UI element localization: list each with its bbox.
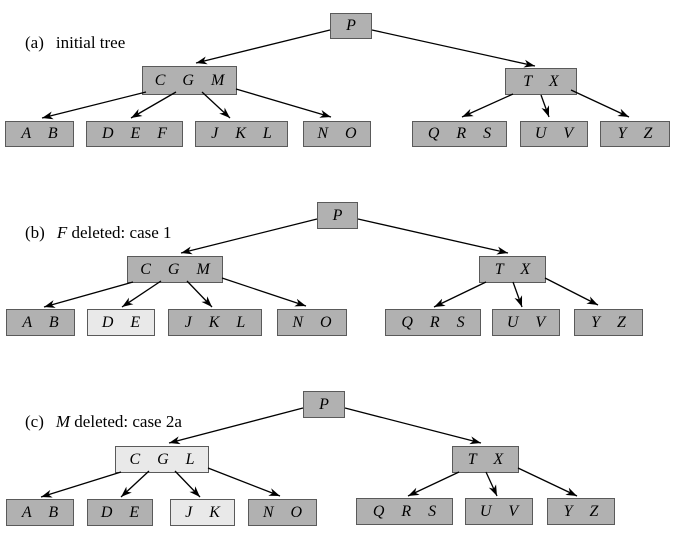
- caption-b-emphasis: F: [56, 223, 68, 242]
- edge-b-p-cgm: [180, 218, 318, 255]
- a-root-node: P: [330, 13, 372, 39]
- edge-b-tx-uv: [512, 281, 523, 308]
- edge-a-p-cgm: [195, 29, 331, 65]
- caption-b: (b) F deleted: case 1: [8, 203, 172, 263]
- edge-b-tx-qrs: [433, 281, 487, 308]
- edge-c-cgl-ab: [40, 471, 122, 498]
- a-internal-node-tx: T X: [505, 68, 577, 95]
- edge-a-tx-uv: [540, 94, 550, 118]
- b-leaf-node-yz: Y Z: [574, 309, 643, 336]
- a-leaf-node-no: N O: [303, 121, 371, 147]
- edge-c-p-cgl: [168, 407, 304, 445]
- edge-c-tx-yz: [517, 467, 578, 497]
- c-leaf-node-no: N O: [248, 499, 317, 526]
- a-leaf-node-yz: Y Z: [600, 121, 670, 147]
- edge-a-cgm-ab: [41, 91, 147, 120]
- edge-a-tx-qrs: [461, 93, 514, 118]
- caption-c: (c) M deleted: case 2a: [8, 392, 182, 452]
- edge-b-cgm-ab: [43, 281, 134, 308]
- a-leaf-node-ab: A B: [5, 121, 74, 147]
- c-leaf-node-de: D E: [87, 499, 153, 526]
- c-leaf-node-qrs: Q R S: [356, 498, 453, 525]
- caption-c-tag: (c): [25, 412, 44, 431]
- c-leaf-node-yz: Y Z: [547, 498, 615, 525]
- b-leaf-node-no: N O: [277, 309, 347, 336]
- edge-a-p-tx: [371, 29, 536, 68]
- edge-b-p-tx: [357, 218, 509, 255]
- c-internal-node-cgl-highlighted: C G L: [115, 446, 209, 473]
- edge-c-p-tx: [344, 407, 482, 445]
- a-leaf-node-def: D E F: [86, 121, 183, 147]
- c-leaf-node-jk-highlighted: J K: [170, 499, 235, 526]
- edge-b-tx-yz: [544, 277, 599, 306]
- edge-c-cgl-de: [120, 470, 150, 498]
- caption-c-text: deleted: case 2a: [70, 412, 182, 431]
- edge-c-tx-uv: [485, 471, 498, 497]
- edge-c-cgl-no: [207, 467, 281, 497]
- edge-b-cgm-de: [121, 280, 162, 308]
- c-root-node: P: [303, 391, 345, 418]
- c-leaf-node-ab: A B: [6, 499, 74, 526]
- b-leaf-node-qrs: Q R S: [385, 309, 481, 336]
- caption-b-tag: (b): [25, 223, 45, 242]
- c-leaf-node-uv: U V: [465, 498, 533, 525]
- b-internal-node-tx: T X: [479, 256, 546, 283]
- caption-a-tag: (a): [25, 33, 44, 52]
- c-internal-node-tx: T X: [452, 446, 519, 473]
- edge-a-cgm-jkl: [201, 91, 231, 119]
- caption-a-text: initial tree: [55, 33, 126, 52]
- b-leaf-node-ab: A B: [6, 309, 75, 336]
- caption-b-text: deleted: case 1: [67, 223, 172, 242]
- edge-c-cgl-jk: [174, 470, 201, 498]
- b-internal-node-cgm: C G M: [127, 256, 223, 283]
- edge-a-tx-yz: [570, 89, 630, 118]
- b-leaf-node-de-highlighted: D E: [87, 309, 155, 336]
- a-leaf-node-uv: U V: [520, 121, 588, 147]
- b-leaf-node-jkl: J K L: [168, 309, 262, 336]
- caption-c-emphasis: M: [55, 412, 71, 431]
- caption-a: (a) initial tree: [8, 13, 125, 73]
- edge-a-cgm-def: [130, 91, 177, 119]
- b-root-node: P: [317, 202, 358, 229]
- edge-b-cgm-no: [221, 277, 307, 307]
- edge-c-tx-qrs: [407, 471, 460, 497]
- a-leaf-node-jkl: J K L: [195, 121, 288, 147]
- a-internal-node-cgm: C G M: [142, 66, 237, 95]
- a-leaf-node-qrs: Q R S: [412, 121, 507, 147]
- b-leaf-node-uv: U V: [492, 309, 560, 336]
- edge-b-cgm-jkl: [186, 280, 213, 308]
- edge-a-cgm-no: [235, 88, 332, 118]
